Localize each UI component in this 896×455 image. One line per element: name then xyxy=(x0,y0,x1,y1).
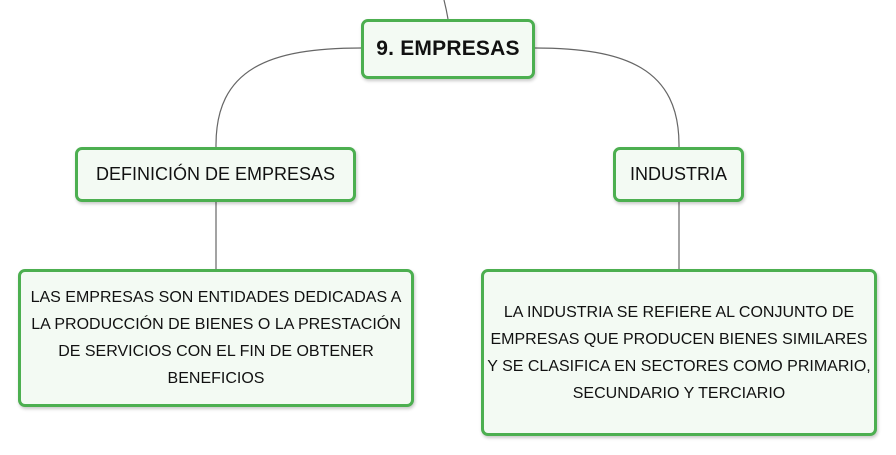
detail-node-text: LAS EMPRESAS SON ENTIDADES DEDICADAS A L… xyxy=(30,289,402,387)
root-node-label: 9. EMPRESAS xyxy=(376,37,520,60)
detail-node-text: LA INDUSTRIA SE REFIERE AL CONJUNTO DE E… xyxy=(487,303,871,402)
topic-node-definicion-de-empresas[interactable]: DEFINICIÓN DE EMPRESAS xyxy=(75,147,356,202)
topic-node-label: DEFINICIÓN DE EMPRESAS xyxy=(95,164,336,184)
topic-node-label: INDUSTRIA xyxy=(629,164,727,184)
detail-node-industria[interactable]: LA INDUSTRIA SE REFIERE AL CONJUNTO DE E… xyxy=(481,269,877,436)
topic-node-industria[interactable]: INDUSTRIA xyxy=(613,147,744,202)
root-node[interactable]: 9. EMPRESAS xyxy=(361,19,535,79)
connector-root-to-industria xyxy=(534,47,680,148)
connector-root-to-definicion xyxy=(215,47,362,148)
connector-parent-to-root xyxy=(443,0,449,20)
detail-node-definicion[interactable]: LAS EMPRESAS SON ENTIDADES DEDICADAS A L… xyxy=(18,269,414,407)
